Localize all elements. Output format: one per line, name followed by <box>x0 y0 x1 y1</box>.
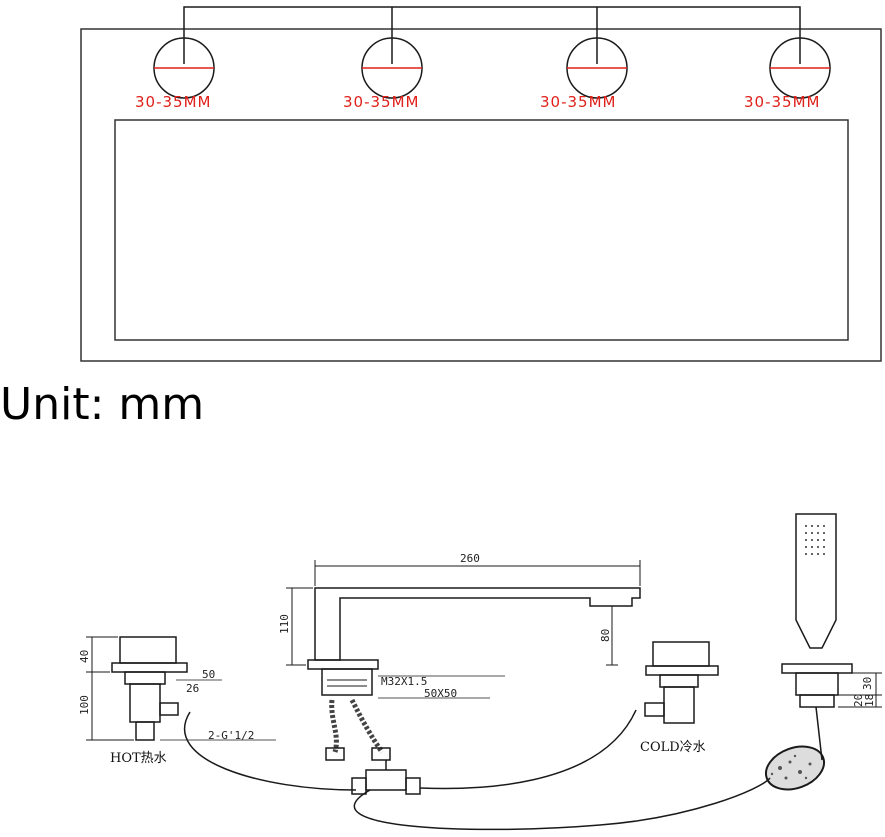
shower-base-b-dim: 18 <box>863 694 876 707</box>
hot-valve: 40 100 50 26 2-G'1/2 HOT热水 <box>78 636 276 766</box>
tub-opening <box>114 119 849 341</box>
hole-2-label: 30-35MM <box>343 93 419 111</box>
faucet-side-view: 260 110 80 M32X1.5 50X50 <box>78 513 882 831</box>
hole-2 <box>361 37 423 99</box>
valve-connector-label: 2-G'1/2 <box>208 729 254 742</box>
hand-shower: 30 20 18 <box>764 513 882 791</box>
spout-hoses <box>325 698 421 795</box>
hole-1-label: 30-35MM <box>135 93 211 111</box>
hole-bracket-line <box>183 6 801 64</box>
cold-label: COLD冷水 <box>640 740 706 755</box>
deck-top-view: 30-35MM 30-35MM 30-35MM 30-35MM <box>80 6 882 362</box>
hole-3-label: 30-35MM <box>540 93 616 111</box>
valve-body-height-dim: 100 <box>78 695 91 715</box>
cold-valve: COLD冷水 <box>640 641 719 755</box>
valve-width-dim: 50 <box>202 668 215 681</box>
hole-4-label: 30-35MM <box>744 93 820 111</box>
spout-length-dim: 260 <box>460 552 480 565</box>
spout: 260 110 80 M32X1.5 50X50 <box>278 552 641 700</box>
hot-label: HOT热水 <box>110 751 167 766</box>
hole-4 <box>769 37 831 99</box>
shower-holder-height-dim: 30 <box>861 677 874 690</box>
thread-spec-label: M32X1.5 <box>381 675 427 688</box>
hole-3 <box>566 37 628 99</box>
hole-1 <box>153 37 215 99</box>
base-size-label: 50X50 <box>424 687 457 700</box>
spout-outlet-height-dim: 80 <box>599 629 612 642</box>
valve-top-height-dim: 40 <box>78 650 91 663</box>
valve-stem-width-dim: 26 <box>186 682 199 695</box>
deck-outline <box>80 28 882 362</box>
shower-base-a-dim: 20 <box>852 694 865 707</box>
connecting-hoses <box>183 706 823 831</box>
spout-height-dim: 110 <box>278 614 291 634</box>
unit-label: Unit: mm <box>0 379 205 430</box>
